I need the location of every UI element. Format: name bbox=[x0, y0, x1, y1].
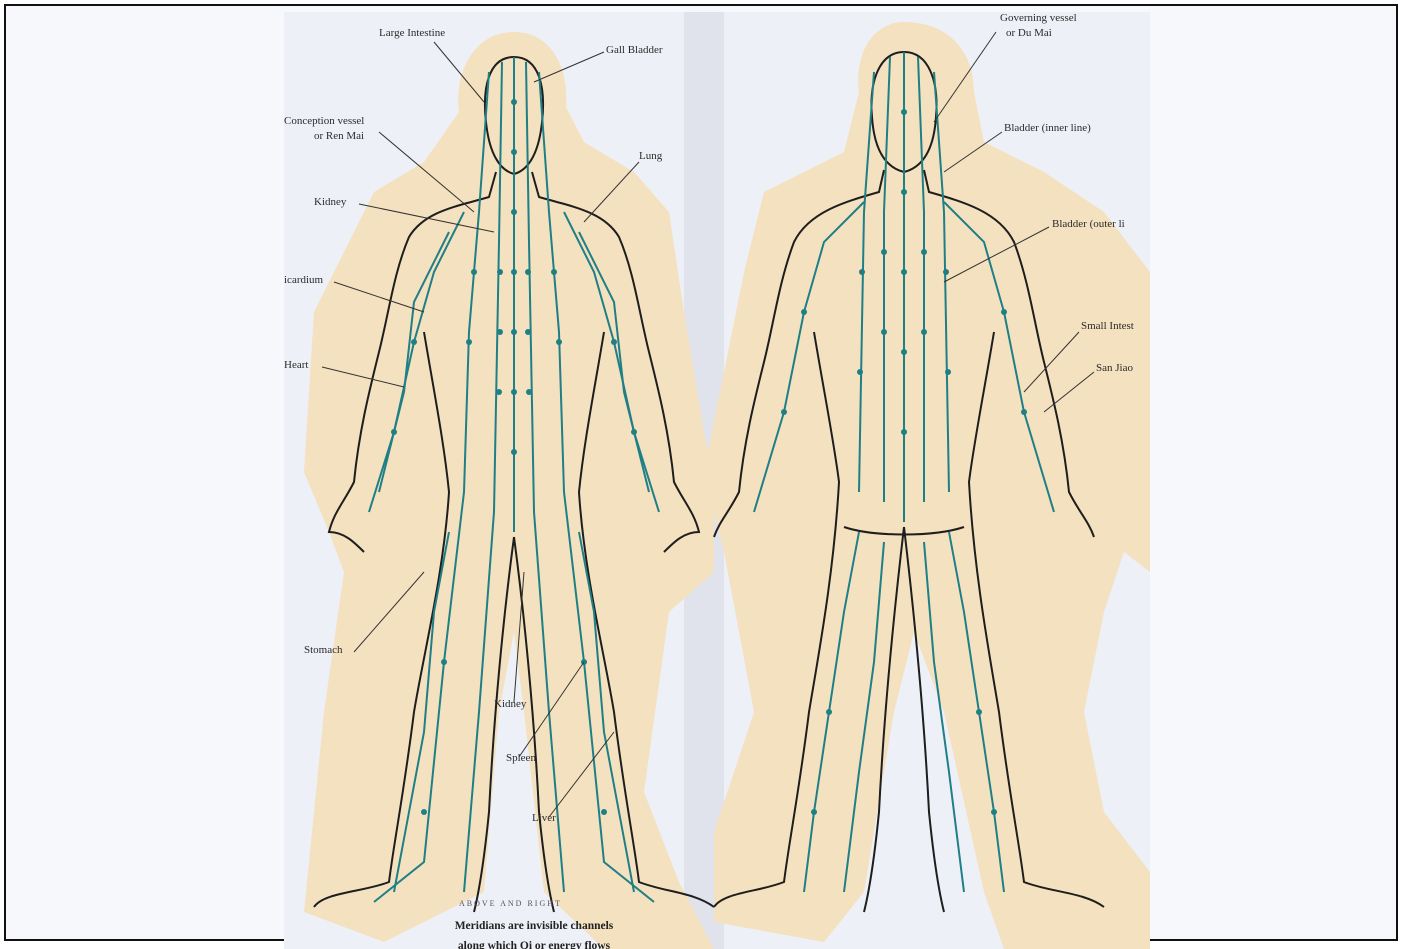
label-kidney-lower: Kidney bbox=[494, 698, 526, 711]
label-stomach: Stomach bbox=[304, 644, 343, 657]
label-heart: Heart bbox=[284, 359, 308, 372]
meridian-diagram bbox=[284, 12, 1150, 949]
label-gall-bladder: Gall Bladder bbox=[606, 44, 663, 57]
label-bladder-outer: Bladder (outer li bbox=[1052, 218, 1125, 231]
back-cutout bbox=[704, 22, 1150, 949]
label-large-intestine: Large Intestine bbox=[379, 27, 445, 40]
label-pericardium: icardium bbox=[284, 274, 323, 287]
caption-kicker: ABOVE AND RIGHT bbox=[459, 899, 562, 908]
caption-line-1: Meridians are invisible channels bbox=[424, 916, 644, 936]
caption-text: Meridians are invisible channels along w… bbox=[424, 916, 644, 949]
label-san-jiao: San Jiao bbox=[1096, 362, 1133, 375]
label-spleen: Spleen bbox=[506, 752, 536, 765]
label-liver: Liver bbox=[532, 812, 556, 825]
caption-line-2: along which Qi or energy flows bbox=[424, 936, 644, 949]
label-kidney-upper: Kidney bbox=[314, 196, 346, 209]
label-lung: Lung bbox=[639, 150, 662, 163]
label-conception-vessel: Conception vessel bbox=[284, 115, 364, 128]
book-spread: Large Intestine Gall Bladder Conception … bbox=[284, 12, 1150, 949]
label-bladder-inner: Bladder (inner line) bbox=[1004, 122, 1091, 135]
label-ren-mai: or Ren Mai bbox=[314, 130, 364, 143]
label-small-intestine: Small Intest bbox=[1081, 320, 1134, 333]
label-governing-vessel: Governing vessel bbox=[1000, 12, 1077, 25]
label-du-mai: or Du Mai bbox=[1006, 27, 1052, 40]
image-frame: Large Intestine Gall Bladder Conception … bbox=[4, 4, 1398, 941]
